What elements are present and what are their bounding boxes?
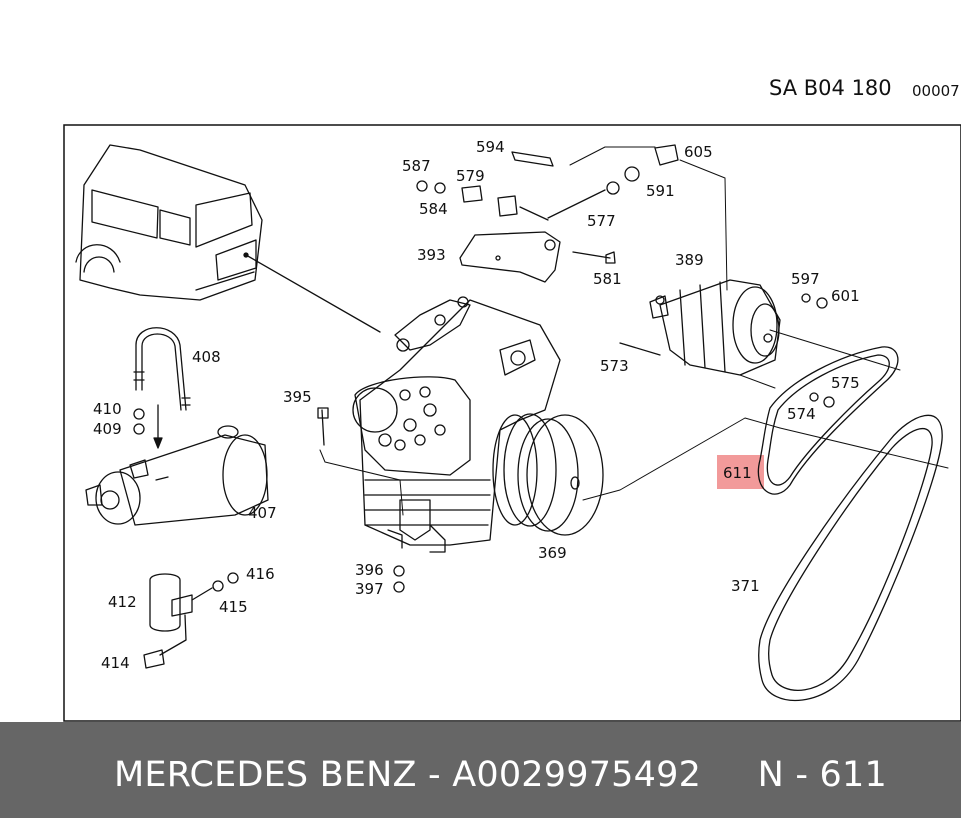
footer-bar: MERCEDES BENZ - A0029975492 N - 611 — [0, 722, 961, 818]
u-bolt-illustration — [133, 327, 191, 411]
part-label-371: 371 — [731, 577, 760, 595]
part-label-575: 575 — [831, 374, 860, 392]
part-label-397: 397 — [355, 580, 384, 598]
part-label-393: 393 — [417, 246, 446, 264]
part-label-414: 414 — [101, 654, 130, 672]
part-label-577: 577 — [587, 212, 616, 230]
part-label-587: 587 — [402, 157, 431, 175]
part-label-584: 584 — [419, 200, 448, 218]
part-label-605: 605 — [684, 143, 713, 161]
part-label-396: 396 — [355, 561, 384, 579]
alternator-illustration — [649, 279, 781, 376]
diagram-frame — [63, 124, 961, 722]
highlight-box — [717, 455, 764, 489]
part-label-579: 579 — [456, 167, 485, 185]
part-label-597: 597 — [791, 270, 820, 288]
part-label-581: 581 — [593, 270, 622, 288]
part-label-407: 407 — [248, 504, 277, 522]
footer-part-info: MERCEDES BENZ - A0029975492 N - 611 — [114, 755, 887, 795]
sheet-number: 00007 — [912, 82, 960, 100]
part-label-415: 415 — [219, 598, 248, 616]
small-hardware — [133, 144, 835, 593]
part-labels: 594 605 587 579 591 584 577 393 581 389 … — [93, 138, 860, 672]
bus-illustration — [75, 144, 263, 301]
part-label-611: 611 — [723, 464, 752, 482]
bracket-illustration — [143, 572, 239, 669]
part-label-409: 409 — [93, 420, 122, 438]
part-label-574: 574 — [787, 405, 816, 423]
part-label-594: 594 — [476, 138, 505, 156]
part-label-412: 412 — [108, 593, 137, 611]
diagram-code: SA B04 180 — [769, 76, 892, 100]
part-label-573: 573 — [600, 357, 629, 375]
v-belt-371 — [758, 414, 943, 702]
mount-bracket-illustration — [459, 231, 561, 283]
part-label-389: 389 — [675, 251, 704, 269]
part-label-601: 601 — [831, 287, 860, 305]
part-label-591: 591 — [646, 182, 675, 200]
leader-lines — [319, 146, 949, 516]
part-label-416: 416 — [246, 565, 275, 583]
part-label-410: 410 — [93, 400, 122, 418]
v-belt-611 — [757, 346, 899, 495]
compressor-illustration — [352, 296, 604, 553]
part-label-395: 395 — [283, 388, 312, 406]
part-label-408: 408 — [192, 348, 221, 366]
drier-illustration — [85, 425, 269, 526]
part-label-369: 369 — [538, 544, 567, 562]
